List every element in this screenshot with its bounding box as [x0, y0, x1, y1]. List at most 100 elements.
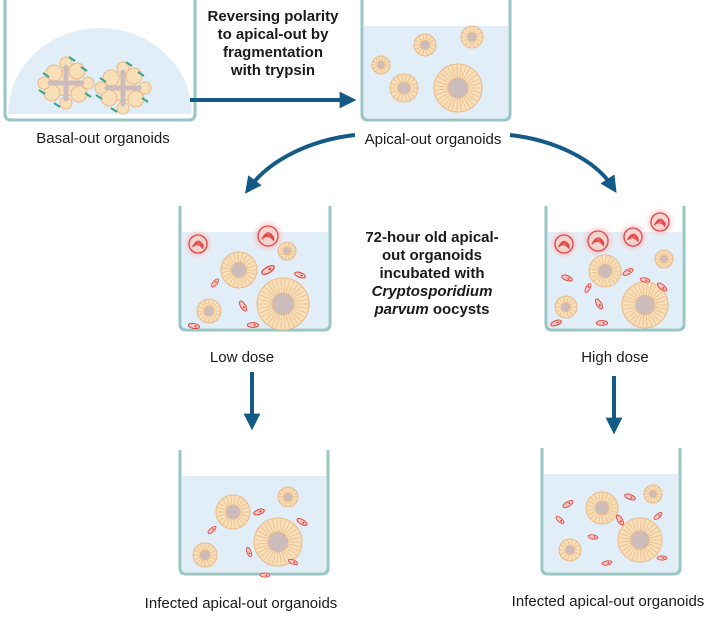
matrigel-dome: [8, 28, 192, 114]
organoid-cell: [279, 519, 282, 533]
oocyst: [180, 226, 216, 262]
organoid-cell: [642, 314, 645, 327]
organoid-lumen: [634, 294, 656, 316]
organoid-cell: [384, 60, 389, 64]
organoid-cell: [601, 277, 604, 287]
organoid: [654, 249, 674, 269]
organoid-cell: [586, 508, 596, 511]
organoid-cell: [242, 254, 248, 264]
organoid-cell: [204, 300, 208, 307]
organoid-cell: [391, 89, 399, 93]
organoid-cell: [633, 285, 641, 297]
organoid-cell: [568, 310, 573, 316]
parasite-nucleus: [212, 528, 214, 531]
organoid-cell: [293, 299, 308, 303]
organoid-cell: [260, 526, 271, 536]
organoid-cell: [212, 314, 218, 320]
organoid-cell: [194, 550, 201, 554]
organoid-cell: [594, 494, 599, 503]
organoid-cell: [219, 502, 228, 509]
organoid-cell: [627, 547, 636, 558]
organoid-cell: [237, 517, 244, 525]
parasite-nucleus: [560, 519, 562, 522]
organoid-cell: [290, 252, 295, 256]
organoid-cell: [664, 262, 667, 268]
organoid-cell: [563, 541, 568, 547]
organoid-cell: [267, 521, 274, 534]
organoid-cell: [459, 97, 462, 111]
dish-wall: [178, 450, 330, 576]
organoid-cell: [633, 313, 641, 325]
parasite-nucleus: [645, 279, 648, 282]
parasite: [584, 283, 592, 293]
organoid-lumen: [47, 64, 85, 102]
parasite-nucleus: [662, 286, 665, 290]
organoid-cell: [271, 551, 276, 565]
organoid-cell: [271, 313, 279, 327]
organoid-cell: [267, 312, 277, 325]
organoid-cell: [456, 64, 458, 78]
organoid-cell: [593, 260, 601, 267]
organoid-cell: [443, 95, 453, 107]
organoid-cell: [461, 66, 467, 79]
organoid-cell: [629, 288, 639, 299]
organoid-cell: [291, 492, 297, 496]
reverse-polarity-note: Reversing polarity to apical-out by frag…: [208, 8, 339, 80]
sporozoite: [654, 222, 666, 228]
parasite: [601, 560, 613, 566]
organoid-cell: [418, 36, 423, 42]
organoid-cell: [653, 295, 666, 302]
organoid-cell: [667, 260, 672, 264]
dish-infected-right: [540, 448, 682, 576]
organoid-cell: [645, 314, 648, 327]
parasite-nucleus: [253, 323, 256, 327]
organoid-cell: [283, 279, 286, 294]
organoid-cell: [469, 26, 472, 33]
organoid-cell: [464, 95, 475, 105]
organoid-cell: [640, 549, 642, 562]
organoid-cell: [623, 300, 636, 304]
microvilli: [80, 66, 88, 72]
organoid-cell: [383, 58, 387, 63]
organoid-cell: [597, 276, 602, 285]
parasite-nucleus: [619, 520, 622, 523]
parasite: [294, 271, 306, 279]
organoid-cell: [391, 83, 399, 87]
parasite-body: [207, 526, 217, 534]
organoid-cell: [209, 556, 216, 560]
organoid-cell: [427, 48, 432, 54]
parasite-nucleus: [248, 552, 251, 555]
parasite: [187, 322, 201, 330]
organoid-cell: [210, 315, 214, 322]
parasite-nucleus: [194, 325, 197, 328]
organoid-cell: [378, 56, 381, 62]
organoid-cell: [637, 314, 643, 327]
organoid-cell: [409, 89, 417, 93]
organoid-cell: [257, 546, 270, 554]
parasite-body: [287, 558, 299, 566]
basal-out-organoid: [94, 61, 152, 115]
organoid-cell: [624, 295, 637, 302]
organoid-cell: [631, 520, 637, 532]
organoid-cell: [293, 294, 307, 301]
organoid-cell: [285, 487, 288, 493]
parasite-body: [253, 508, 265, 516]
organoid: [621, 281, 669, 329]
organoid-cell: [648, 535, 661, 539]
organoid-cell: [384, 66, 389, 70]
organoid-cell: [570, 302, 576, 306]
organoid-cell: [570, 539, 573, 546]
organoid-cell: [661, 250, 664, 256]
organoid-cell: [287, 242, 290, 248]
parasite-body: [259, 572, 271, 578]
organoid-cell: [667, 254, 672, 258]
dish-apical-out: [360, 0, 512, 122]
organoid-cell: [464, 71, 475, 81]
organoid-lumen: [648, 489, 658, 499]
organoid-cell: [198, 306, 205, 310]
organoid-cell: [287, 532, 300, 539]
reverse-note-line-4: with trypsin: [230, 62, 316, 79]
organoid-cell: [655, 487, 659, 492]
